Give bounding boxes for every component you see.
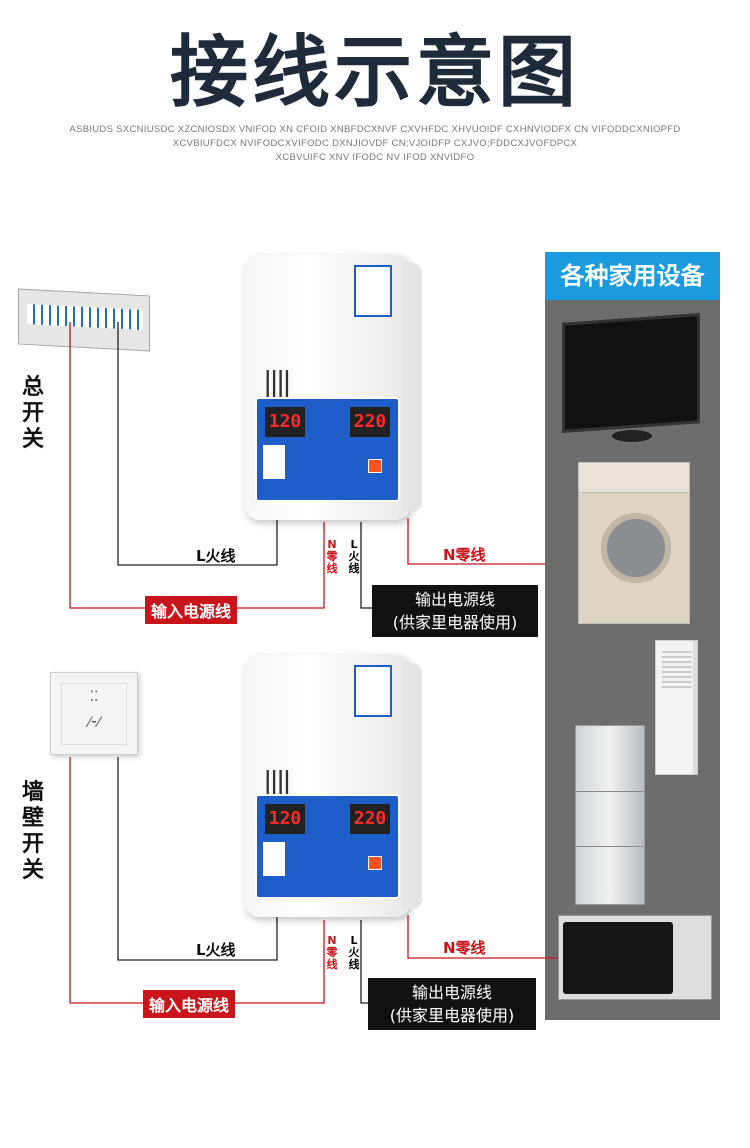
output-power-line-label: 输出电源线 (供家里电器使用) bbox=[368, 978, 536, 1030]
live-wire-in-1 bbox=[117, 322, 278, 566]
subtitle-line: ASBIUDS SXCNIUSDC XZCNIOSDX VNIFOD XN CF… bbox=[69, 124, 681, 135]
input-power-line-label: 输入电源线 bbox=[143, 990, 236, 1018]
output-voltage-display: 220 bbox=[350, 804, 390, 834]
neutral-wire-out-1 bbox=[407, 518, 545, 565]
main-switch-label: 总开关 bbox=[21, 375, 44, 452]
output-label-line-1: 输出电源线 bbox=[411, 983, 492, 1002]
refrigerator-image bbox=[575, 725, 645, 905]
live-vertical-label: L火线 bbox=[348, 538, 360, 575]
wall-socket-image: ⁚⁚⁄⁃⁄ bbox=[50, 672, 138, 755]
energy-label bbox=[354, 665, 392, 717]
input-voltage-display: 120 bbox=[265, 407, 305, 437]
neutral-vertical-label: N零线 bbox=[326, 934, 338, 971]
input-voltage-display: 120 bbox=[265, 804, 305, 834]
output-label-line-1: 输出电源线 bbox=[414, 590, 495, 609]
live-wire-label: L火线 bbox=[196, 941, 236, 959]
live-wire-out-2 bbox=[360, 920, 368, 1004]
input-power-line-label: 输入电源线 bbox=[145, 596, 238, 624]
output-power-line-label: 输出电源线 (供家里电器使用) bbox=[372, 585, 538, 637]
wall-switch-label: 墙壁开关 bbox=[21, 780, 44, 883]
voltage-stabilizer-2: |||| 120 220 bbox=[245, 655, 422, 917]
neutral-out-label: N零线 bbox=[443, 546, 486, 564]
neutral-vertical-label: N零线 bbox=[326, 538, 338, 575]
live-wire-in-2 bbox=[117, 757, 278, 961]
microwave-image bbox=[558, 915, 712, 1000]
power-switch bbox=[368, 459, 382, 473]
live-wire-out-1 bbox=[360, 522, 372, 609]
output-label-line-2: (供家里电器使用) bbox=[392, 613, 518, 632]
power-switch bbox=[368, 856, 382, 870]
page-title: 接线示意图 bbox=[169, 28, 580, 118]
vent: |||| bbox=[263, 765, 292, 798]
vent: |||| bbox=[263, 365, 292, 398]
output-voltage-display: 220 bbox=[350, 407, 390, 437]
neutral-wire-out-2 bbox=[407, 915, 558, 959]
neutral-out-label: N零线 bbox=[443, 939, 486, 957]
energy-label bbox=[354, 265, 392, 317]
tv-image bbox=[562, 313, 700, 448]
subtitle-line: XCVBIUFDCX NVIFODCXVIFODC DXNJIOVDF CN;V… bbox=[172, 138, 578, 149]
live-vertical-label: L火线 bbox=[348, 934, 360, 971]
subtitle-line: XCBVUIFC XNV IFODC NV IFOD XNVIDFO bbox=[275, 152, 475, 163]
live-wire-label: L火线 bbox=[196, 547, 236, 565]
output-label-line-2: (供家里电器使用) bbox=[389, 1006, 515, 1025]
appliances-panel-title: 各种家用设备 bbox=[545, 252, 720, 300]
air-conditioner-image bbox=[655, 640, 698, 775]
washing-machine-image bbox=[578, 462, 690, 624]
voltage-stabilizer-1: |||| 120 220 bbox=[245, 255, 422, 520]
